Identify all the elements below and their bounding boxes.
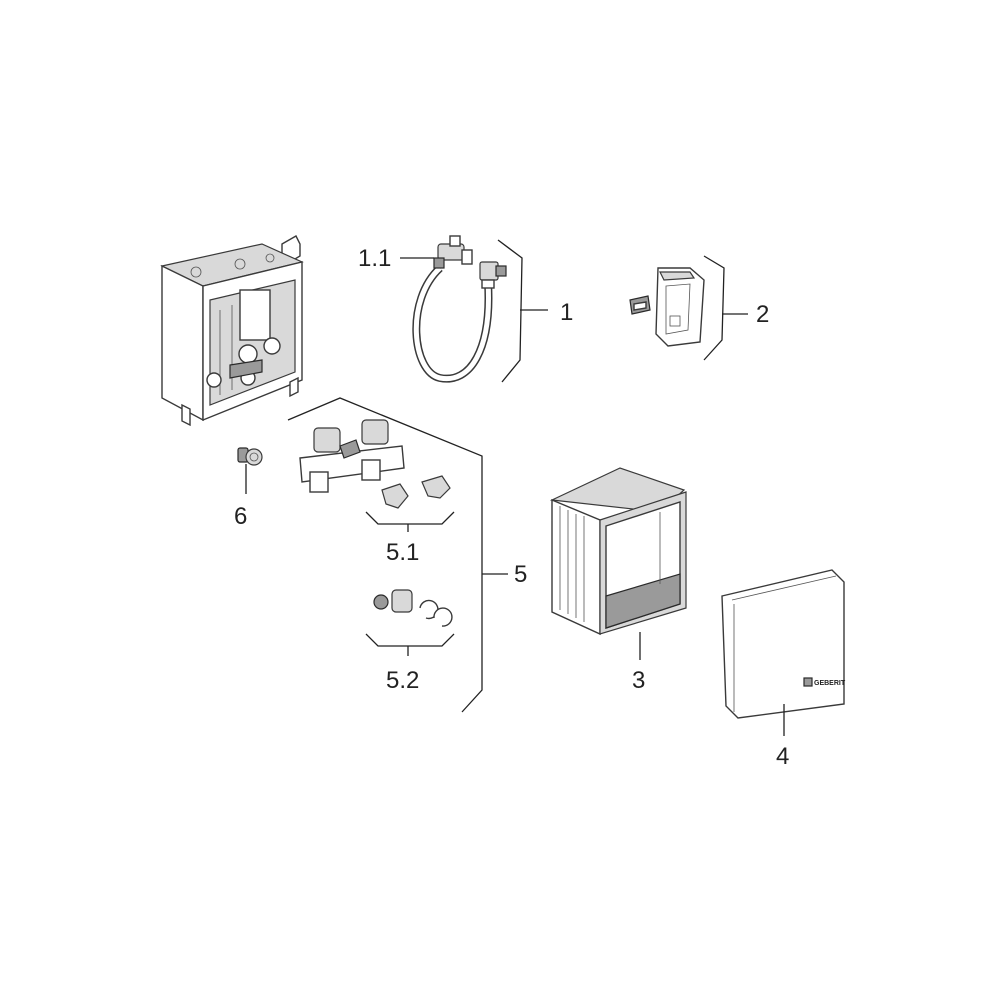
brand-mark: GEBERIT <box>814 680 846 687</box>
callout-1: 1 <box>560 299 573 326</box>
cover-plate <box>721 569 845 719</box>
installation-box <box>549 467 687 636</box>
screw <box>237 447 263 466</box>
callout-5-1: 5.1 <box>386 539 419 566</box>
valve-handles <box>381 475 451 509</box>
callout-2: 2 <box>756 301 769 328</box>
bracket <box>655 267 705 347</box>
callout-3: 3 <box>632 667 645 694</box>
connection-block <box>299 419 405 493</box>
callout-5-2: 5.2 <box>386 667 419 694</box>
callout-1-1: 1.1 <box>358 245 391 272</box>
connector-clip <box>629 295 651 315</box>
callout-5: 5 <box>514 561 527 588</box>
mounting-frame <box>160 235 304 427</box>
callout-4: 4 <box>776 743 789 770</box>
fittings-set <box>373 589 453 627</box>
hose-assembly <box>412 265 493 383</box>
hose-fitting <box>479 261 507 289</box>
callout-6: 6 <box>234 503 247 530</box>
leader-lines <box>245 239 785 736</box>
angle-valve <box>433 235 473 269</box>
